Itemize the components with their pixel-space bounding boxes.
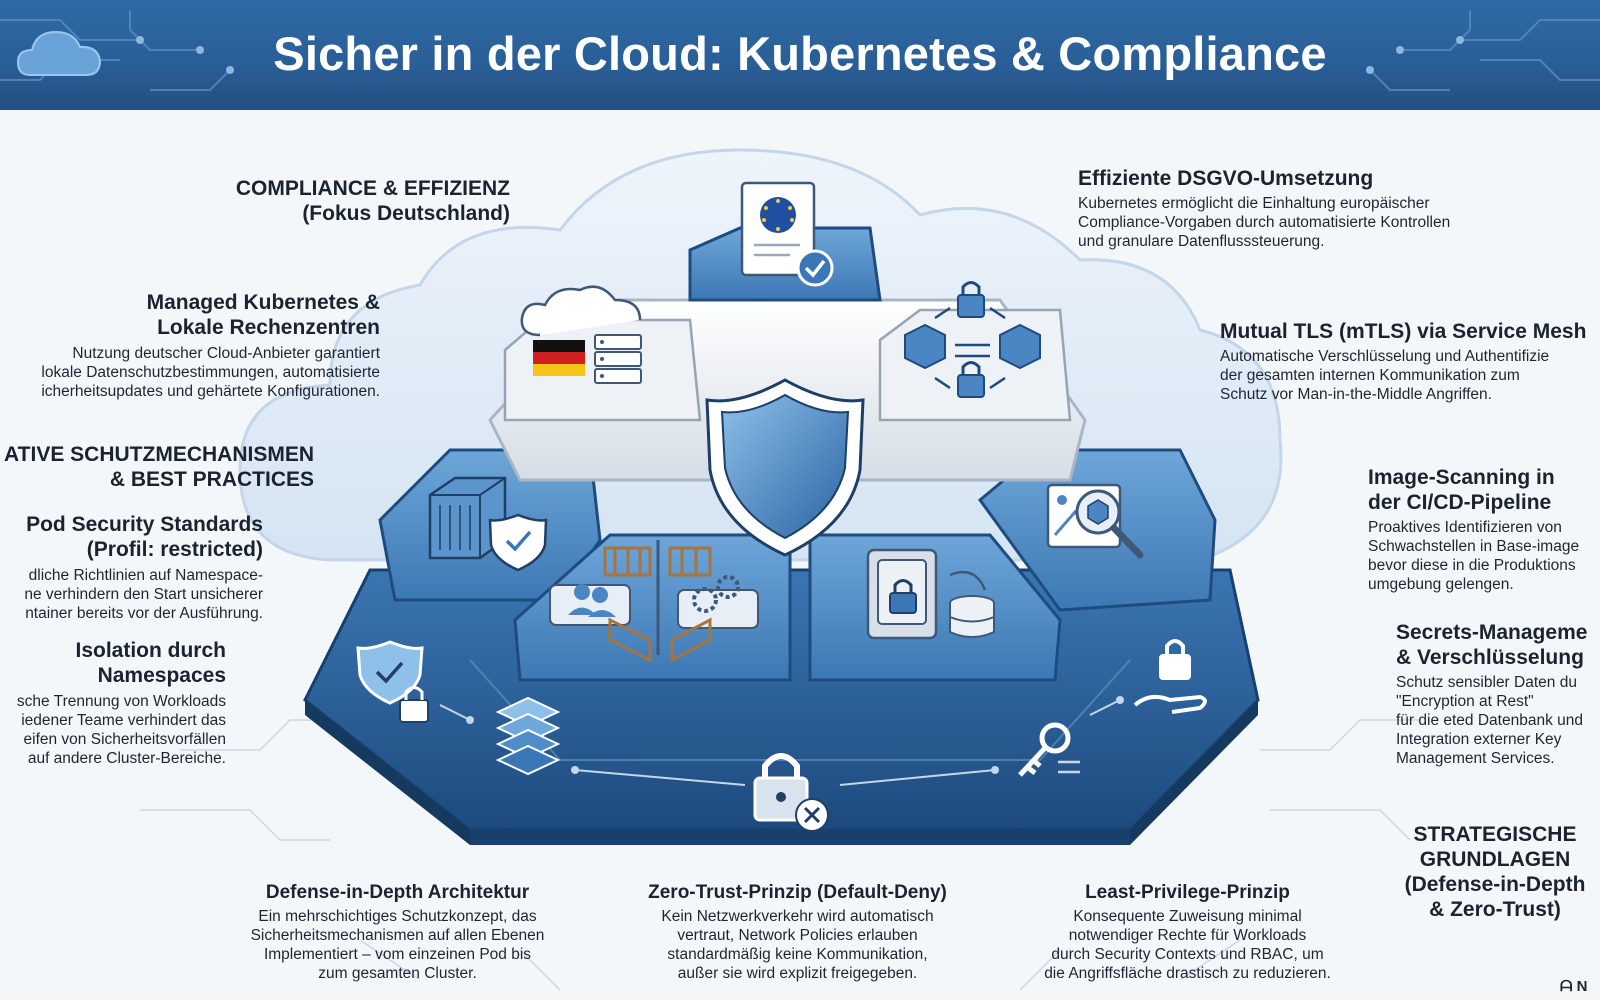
dsgvo-body-line: Kubernetes ermöglicht die Einhaltung eur… (1078, 195, 1430, 212)
strategic-line: STRATEGISCHE (1413, 823, 1577, 846)
secrets-body-line: Management Services. (1396, 750, 1555, 767)
mtls-body-line: der gesamten internen Kommunikation zum (1220, 367, 1520, 384)
zerotrust-title: Zero-Trust-Prinzip (Default-Deny) (648, 882, 947, 903)
isolation-body-line: eifen von Sicherheitsvorfällen (23, 731, 226, 748)
eu-document-icon (740, 181, 834, 287)
native-title-line1: ATIVE SCHUTZMECHANISMEN (4, 443, 314, 466)
mtls-body-line: Automatische Verschlüsselung und Authent… (1220, 348, 1550, 365)
image-scan-icon (1046, 483, 1144, 559)
isolation-body-line: iedener Teame verhindert das (21, 712, 226, 729)
isolation-block: Isolation durch Namespaces sche Trennung… (0, 638, 226, 768)
secrets-title-line1: Secrets-Manageme (1396, 621, 1588, 644)
managed-body-line: lokale Datenschutzbestimmungen, automati… (41, 364, 380, 381)
strategic-line: GRUNDLAGEN (1419, 848, 1571, 871)
managed-body-line: Nutzung deutscher Cloud-Anbieter garanti… (72, 345, 380, 362)
image-scanning-block: Image-Scanning in der CI/CD-Pipeline Pro… (1368, 465, 1600, 594)
scan-body-line: umgebung gelengen. (1368, 576, 1514, 593)
zerotrust-body-line: Kein Netzwerkverkehr wird automatisch (661, 908, 934, 925)
dsgvo-title: Effiziente DSGVO-Umsetzung (1078, 167, 1374, 190)
dsgvo-body-line: Compliance-Vorgaben durch automatisierte… (1078, 214, 1451, 231)
pod-body-line: ntainer bereits vor der Ausführung. (25, 605, 263, 622)
pod-body-line: dliche Richtlinien auf Namespace- (28, 567, 263, 584)
pod-security-block: Pod Security Standards (Profil: restrict… (0, 512, 263, 623)
leastpriv-body-line: die Angriffsfläche drastisch zu reduzier… (1044, 965, 1331, 982)
pod-title-line1: Pod Security Standards (26, 513, 263, 536)
secrets-body-line: "Encryption at Rest" (1396, 693, 1534, 710)
leastpriv-body-line: durch Security Contexts und RBAC, um (1051, 946, 1324, 963)
network-lock-icon (904, 281, 1041, 398)
scan-body-line: Schwachstellen in Base-image (1368, 538, 1580, 555)
strategic-line: (Defense-in-Depth (1404, 873, 1586, 896)
leastpriv-title: Least-Privilege-Prinzip (1085, 882, 1290, 903)
secrets-block: Secrets-Manageme & Verschlüsselung Schut… (1396, 620, 1600, 768)
key-icon (1018, 722, 1080, 777)
dsgvo-block: Effiziente DSGVO-Umsetzung Kubernetes er… (1078, 166, 1558, 251)
pod-body-line: ne verhindern den Start unsicherer (24, 586, 263, 603)
german-flag-icon (520, 285, 642, 376)
defense-body-line: Sicherheitsmechanismen auf allen Ebenen (250, 927, 545, 944)
strategic-line: & Zero-Trust) (1429, 898, 1561, 921)
vault-icon (866, 548, 995, 640)
compliance-heading: COMPLIANCE & EFFIZIENZ (Fokus Deutschlan… (140, 176, 510, 226)
mtls-title: Mutual TLS (mTLS) via Service Mesh (1220, 320, 1587, 343)
dsgvo-body-line: und granulare Datenflusssteuerung. (1078, 233, 1325, 250)
native-title-line2: & BEST PRACTICES (109, 468, 314, 491)
secrets-body-line: Integration externer Key (1396, 731, 1562, 748)
server-icon (594, 334, 642, 384)
secrets-body-line: Schutz sensibler Daten du (1396, 674, 1577, 691)
zerotrust-body-line: vertraut, Network Policies erlauben (677, 927, 918, 944)
hand-lock-icon (1133, 639, 1207, 714)
mtls-block: Mutual TLS (mTLS) via Service Mesh Autom… (1220, 319, 1600, 404)
managed-title-line1: Managed Kubernetes & (146, 291, 380, 314)
compliance-title-line1: COMPLIANCE & EFFIZIENZ (235, 177, 510, 200)
container-icon (428, 476, 548, 572)
managed-title-line2: Lokale Rechenzentren (157, 316, 380, 339)
header-banner: Sicher in der Cloud: Kubernetes & Compli… (0, 0, 1600, 110)
pod-title-line2: (Profil: restricted) (86, 538, 263, 561)
defense-title: Defense-in-Depth Architektur (265, 882, 530, 903)
background-circuit (140, 719, 1420, 991)
defense-body-line: Ein mehrschichtiges Schutzkonzept, das (258, 908, 537, 925)
zerotrust-body-line: außer sie wird explizit freigegeben. (677, 965, 918, 982)
native-mechanisms-heading: ATIVE SCHUTZMECHANISMEN & BEST PRACTICES (0, 442, 314, 492)
zerotrust-body-line: standardmäßig keine Kommunikation, (667, 946, 928, 963)
managed-kubernetes-block: Managed Kubernetes & Lokale Rechenzentre… (0, 290, 380, 401)
scan-body-line: Proaktives Identifizieren von (1368, 519, 1562, 536)
corner-logo-text: ᗩ N (1560, 978, 1588, 995)
isolation-body-line: sche Trennung von Workloads (16, 693, 226, 710)
isolation-body-line: auf andere Cluster-Bereiche. (27, 750, 226, 767)
scan-body-line: bevor diese in die Produktions (1368, 557, 1576, 574)
mtls-body-line: Schutz vor Man-in-the-Middle Angriffen. (1220, 386, 1492, 403)
cloud-icon (16, 30, 102, 76)
scan-title-line1: Image-Scanning in (1368, 466, 1555, 489)
defense-body-line: zum gesamten Cluster. (318, 965, 477, 982)
scan-title-line2: der CI/CD-Pipeline (1368, 491, 1552, 514)
secrets-title-line2: & Verschlüsselung (1396, 646, 1584, 669)
isolation-title-line2: Namespaces (97, 664, 226, 687)
leastpriv-body-line: Konsequente Zuweisung minimal (1073, 908, 1302, 925)
isolation-title-line1: Isolation durch (75, 639, 226, 662)
defense-shield-lock-icon (356, 640, 429, 723)
strategic-heading: STRATEGISCHE GRUNDLAGEN (Defense-in-Dept… (1390, 822, 1600, 922)
page-title: Sicher in der Cloud: Kubernetes & Compli… (273, 27, 1327, 80)
shield-icon (705, 378, 865, 557)
compliance-title-line2: (Fokus Deutschland) (302, 202, 510, 225)
defense-in-depth-block: Defense-in-Depth Architektur Ein mehrsch… (215, 880, 580, 983)
zero-trust-block: Zero-Trust-Prinzip (Default-Deny) Kein N… (615, 880, 980, 983)
layers-icon (495, 696, 561, 776)
circuit-decoration (0, 10, 1600, 91)
defense-body-line: Implementiert – vom einzeinen Pod bis (263, 946, 532, 963)
padlock-deny-icon (753, 753, 829, 832)
managed-body-line: icherheitsupdates und gehärtete Konfigur… (41, 383, 380, 400)
least-privilege-block: Least-Privilege-Prinzip Konsequente Zuwe… (1005, 880, 1370, 983)
namespace-fence-icon (549, 540, 759, 663)
secrets-body-line: für die eted Datenbank und (1396, 712, 1583, 729)
leastpriv-body-line: notwendiger Rechte für Workloads (1068, 927, 1307, 944)
